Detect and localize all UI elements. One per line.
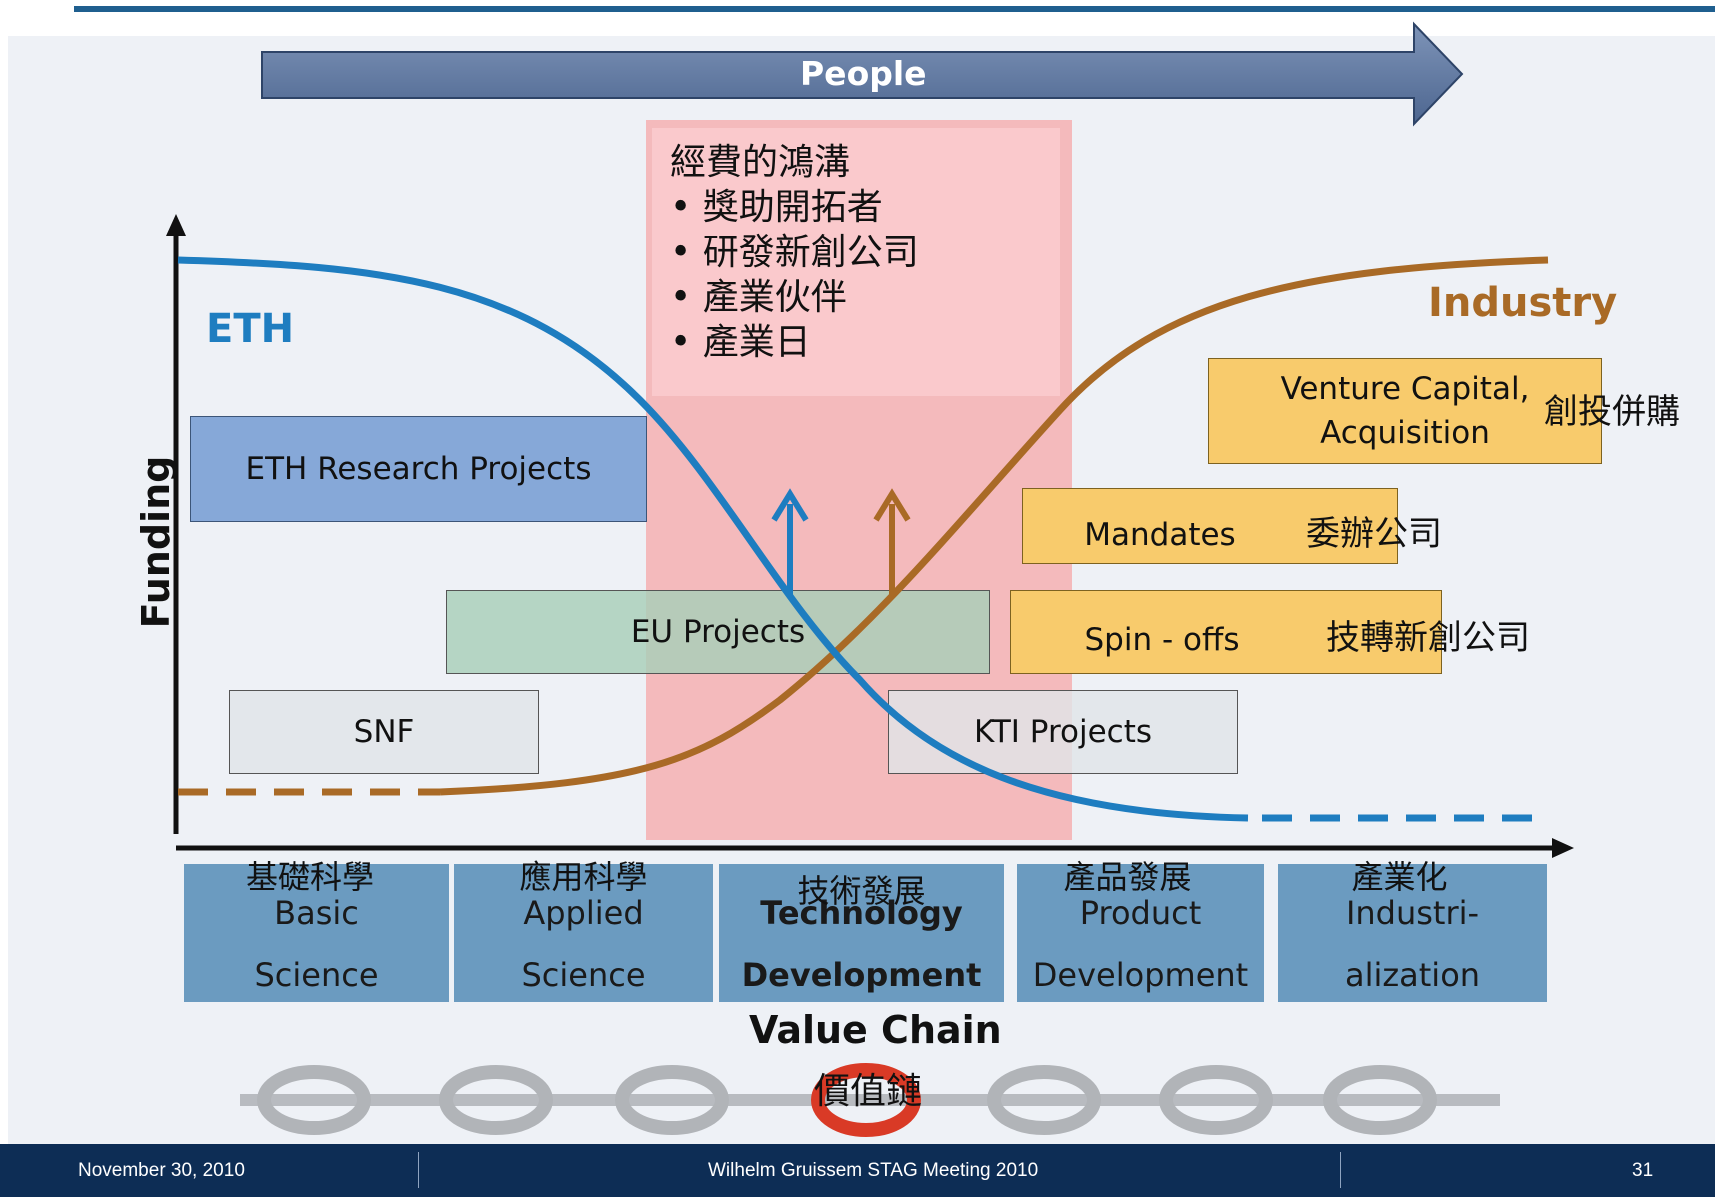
spin-offs-box: Spin - offs xyxy=(1010,590,1442,674)
stage-zh-label: 產業化 xyxy=(1351,858,1448,896)
value-chain-graphic xyxy=(240,1063,1500,1137)
funding-gap-title: 經費的鴻溝 xyxy=(670,142,851,183)
kti-projects-box: KTI Projects xyxy=(888,690,1238,774)
stage-zh-label: 應用科學 xyxy=(519,858,648,896)
footer-page-number: 31 xyxy=(1632,1160,1654,1181)
funding-gap-item: 產業日 xyxy=(670,320,919,365)
funding-gap-text: 經費的鴻溝 獎助開拓者 研發新創公司 產業伙伴 產業日 xyxy=(670,140,919,365)
footer-separator xyxy=(1340,1152,1341,1188)
stage-label-line1: Product xyxy=(1079,894,1202,932)
stage-zh-label: 基礎科學 xyxy=(245,858,374,896)
stage-label-line1: Technology xyxy=(760,894,963,932)
footer-title: Wilhelm Gruissem STAG Meeting 2010 xyxy=(708,1160,1039,1181)
stage-label-line2: Science xyxy=(521,956,646,994)
venture-capital-box: Venture Capital, Acquisition xyxy=(1208,358,1602,464)
funding-gap-item: 研發新創公司 xyxy=(670,230,919,275)
stage-zh-label: 產品發展 xyxy=(1063,858,1192,896)
mandates-box: Mandates xyxy=(1022,488,1398,564)
eu-projects-box: EU Projects xyxy=(446,590,990,674)
stage-label-line1: Basic xyxy=(274,894,359,932)
venture-capital-zh: 創投併購 xyxy=(1544,392,1680,432)
industry-curve-label: Industry xyxy=(1428,280,1618,326)
footer-separator xyxy=(418,1152,419,1188)
slide-footer: November 30, 2010 Wilhelm Gruissem STAG … xyxy=(0,1144,1715,1197)
industry-curve xyxy=(439,256,1549,796)
venture-capital-line2: Acquisition xyxy=(1320,415,1490,451)
stage-label-line2: Science xyxy=(254,956,379,994)
stage-label-line2: Development xyxy=(741,956,982,994)
venture-capital-line1: Venture Capital, xyxy=(1280,371,1530,407)
stage-zh-label: 技術發展 xyxy=(797,872,926,910)
footer-date: November 30, 2010 xyxy=(78,1160,245,1181)
stage-label-line2: alization xyxy=(1344,956,1481,994)
people-label: People xyxy=(800,54,927,93)
x-axis-arrowhead xyxy=(1552,838,1574,858)
spin-offs-zh: 技轉新創公司 xyxy=(1326,618,1530,658)
stage-label-line1: Applied xyxy=(523,894,644,932)
stage-product-development: Product Development xyxy=(1017,864,1264,1002)
eth-curve xyxy=(177,256,1249,822)
value-chain-label: Value Chain xyxy=(749,1008,1002,1052)
value-chain-zh-label: 價值鏈 xyxy=(814,1071,923,1112)
brown-up-arrowhead xyxy=(873,488,911,522)
snf-box: SNF xyxy=(229,690,539,774)
y-axis-arrowhead xyxy=(166,214,186,236)
stage-applied-science: Applied Science xyxy=(454,864,713,1002)
stage-label-line1: Industri- xyxy=(1345,894,1480,932)
eth-curve-label: ETH xyxy=(206,306,295,352)
y-axis-label: Funding xyxy=(134,455,178,629)
funding-gap-item: 產業伙伴 xyxy=(670,275,919,320)
stage-industrialization: Industri- alization xyxy=(1278,864,1547,1002)
stage-label-line2: Development xyxy=(1032,956,1249,994)
blue-up-arrowhead xyxy=(771,488,809,522)
stage-technology-development: Technology Development xyxy=(719,864,1004,1002)
mandates-zh: 委辦公司 xyxy=(1306,514,1442,554)
stage-basic-science: Basic Science xyxy=(184,864,449,1002)
top-rule xyxy=(74,6,1715,12)
funding-gap-item: 獎助開拓者 xyxy=(670,185,919,230)
eth-research-box: ETH Research Projects xyxy=(190,416,647,522)
